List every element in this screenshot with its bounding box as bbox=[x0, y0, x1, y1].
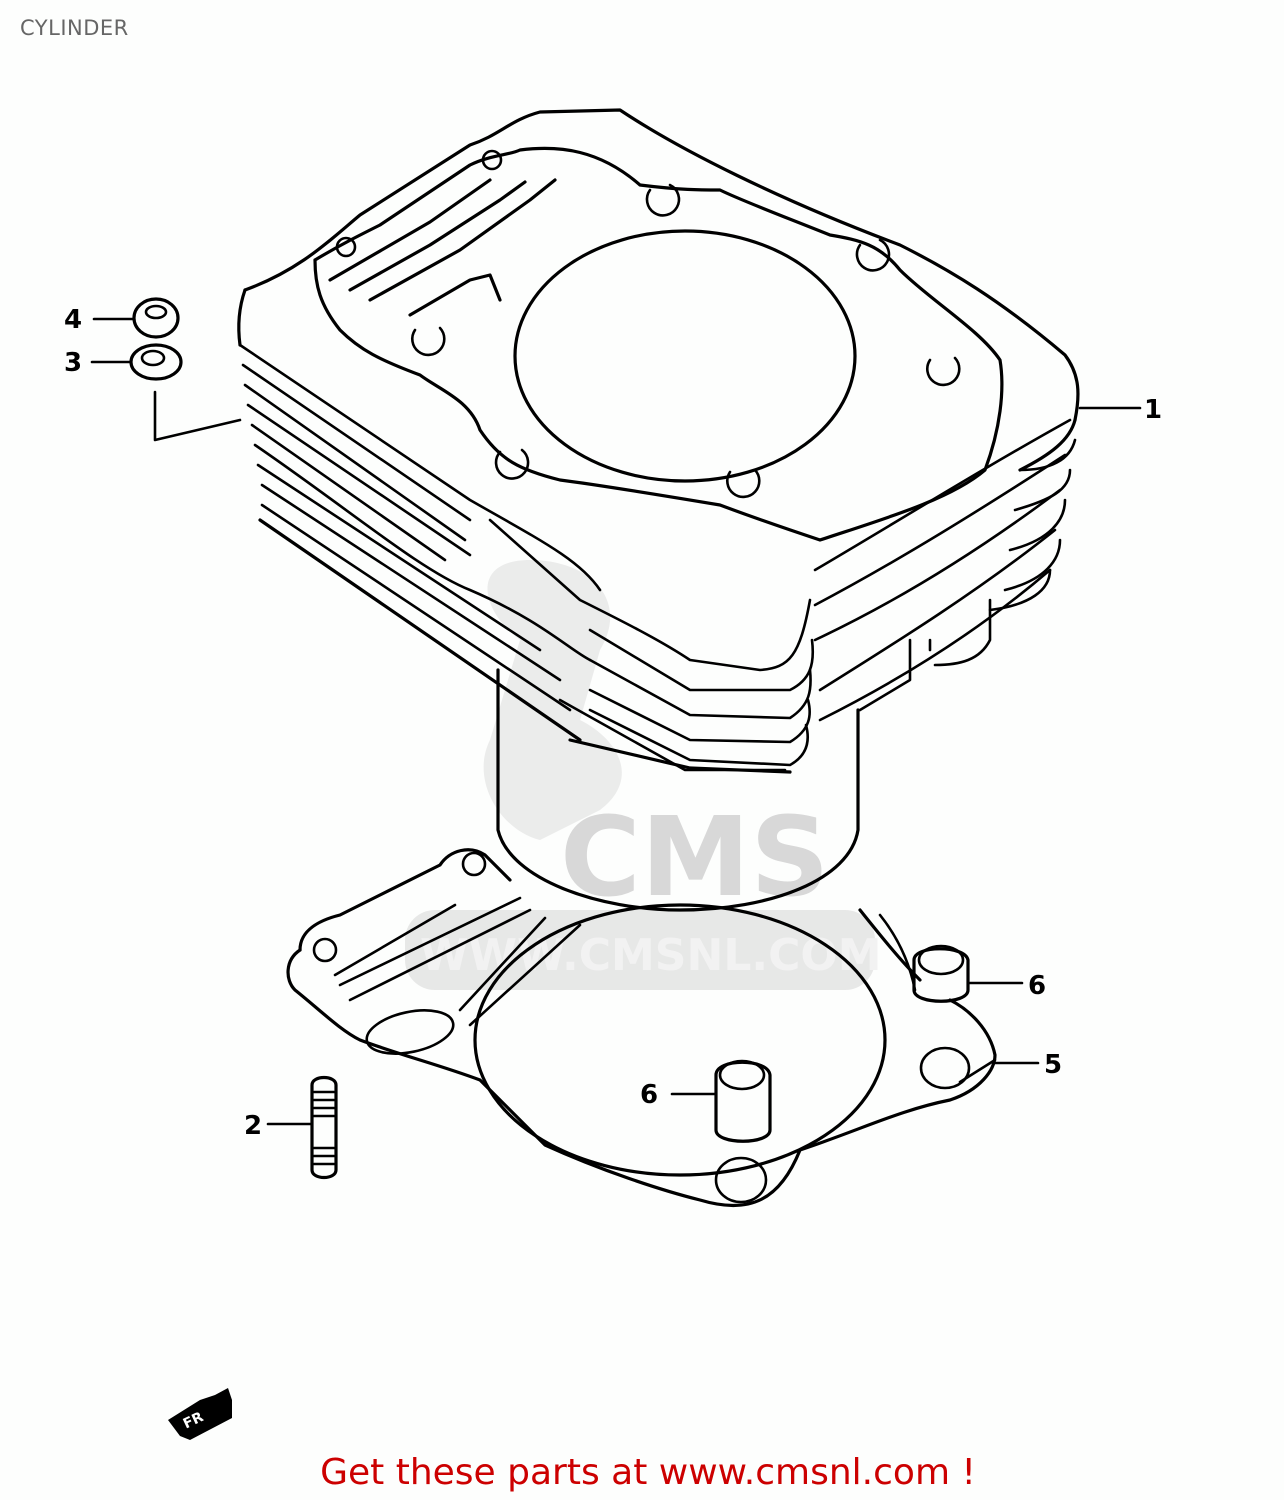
watermark-banner bbox=[405, 910, 875, 990]
callout-4: 4 bbox=[64, 305, 82, 335]
stud-part bbox=[310, 1075, 338, 1180]
callout-6-upper: 6 bbox=[1028, 971, 1046, 1001]
watermark-url: WWW.CMSNL.COM bbox=[420, 930, 882, 981]
front-arrow-label: FR bbox=[181, 1409, 206, 1432]
cylinder-part bbox=[237, 108, 1080, 912]
washer-nut-parts bbox=[129, 297, 183, 381]
page-title: CYLINDER bbox=[20, 16, 129, 40]
watermark-logo: CMS bbox=[560, 793, 829, 921]
callout-3: 3 bbox=[64, 348, 82, 378]
dowel-pin-part bbox=[714, 944, 970, 1143]
front-arrow-icon: FR bbox=[168, 1388, 232, 1440]
callout-5: 5 bbox=[1044, 1050, 1062, 1080]
callout-2: 2 bbox=[244, 1111, 262, 1141]
callout-1: 1 bbox=[1144, 395, 1162, 425]
base-gasket-part bbox=[286, 848, 997, 1208]
footer-promo-link[interactable]: Get these parts at www.cmsnl.com ! bbox=[320, 1452, 976, 1493]
footer-promo: Get these parts at www.cmsnl.com ! bbox=[0, 1452, 1284, 1493]
leader-lines bbox=[90, 317, 1142, 1126]
callout-6-lower: 6 bbox=[640, 1080, 658, 1110]
